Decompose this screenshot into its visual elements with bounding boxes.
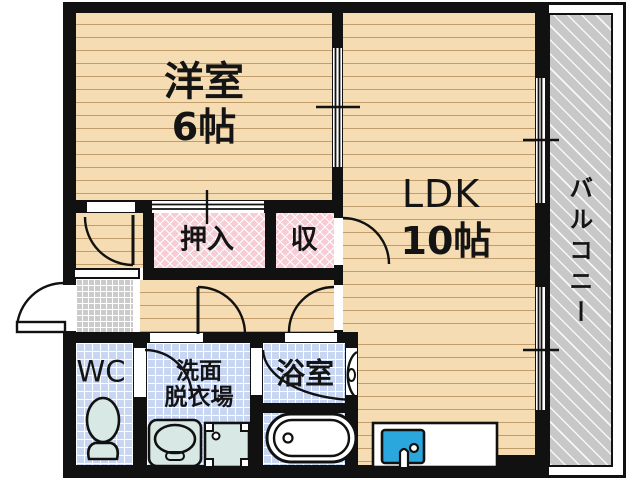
washroom-label-line2: 脱衣場 [164,385,234,411]
westernroom-door-opening [87,202,135,212]
ldk-label: LDK [401,172,481,217]
washroom-label: 洗面 脱衣場 [165,359,234,412]
wall-closet-divider [265,213,276,268]
entrance-step [73,268,140,279]
bathroom-top-opening [285,333,337,342]
hallway-floor [140,280,334,332]
wall-hall-bottom [63,332,358,343]
upper-hall-floor [76,213,143,268]
partition-window [333,48,342,167]
western-room-size: 6帖 [171,105,237,150]
closet-label: 押入 [180,224,234,256]
wall-right [535,2,546,478]
wc-door-opening [134,348,146,397]
storage-label: 収 [290,224,318,256]
balcony-label: バルコニー [564,175,593,331]
western-room-floor [76,12,332,200]
wall-closet-left [143,213,154,268]
wall-corner-step [495,455,546,470]
wall-bath-separator [263,403,345,413]
bathroom-right-opening [346,348,357,395]
ldk-door-lower-opening [334,285,343,330]
entrance-door-leaf [15,320,67,334]
balcony-window-lower [536,287,545,410]
wall-left [63,2,76,478]
wall-closet-bottom [143,268,343,280]
wall-hall-ldk [334,213,343,332]
western-room-label: 洋室 [164,59,244,105]
ldk-size: 10帖 [400,219,492,264]
entrance-door-arc [15,281,65,328]
bathroom-label: 浴室 [275,356,335,391]
bathroom-left-opening [251,348,262,395]
washroom-door-opening [150,333,203,342]
entrance-door-opening [63,285,76,331]
closet-sliding-door [152,201,264,213]
washroom-label-line1: 洗面 [176,358,222,385]
closet-floor [154,213,265,268]
balcony-deck [548,13,613,467]
wall-top [63,2,546,13]
ldk-floor-upper [343,12,535,332]
balcony-window-upper [536,78,545,203]
storage-floor [276,213,334,268]
wall-bottom [63,465,546,478]
ldk-floor-lower [358,332,535,465]
wc-label: WC [76,354,126,389]
ldk-door-upper-opening [334,218,343,265]
entrance-tile [76,279,133,332]
